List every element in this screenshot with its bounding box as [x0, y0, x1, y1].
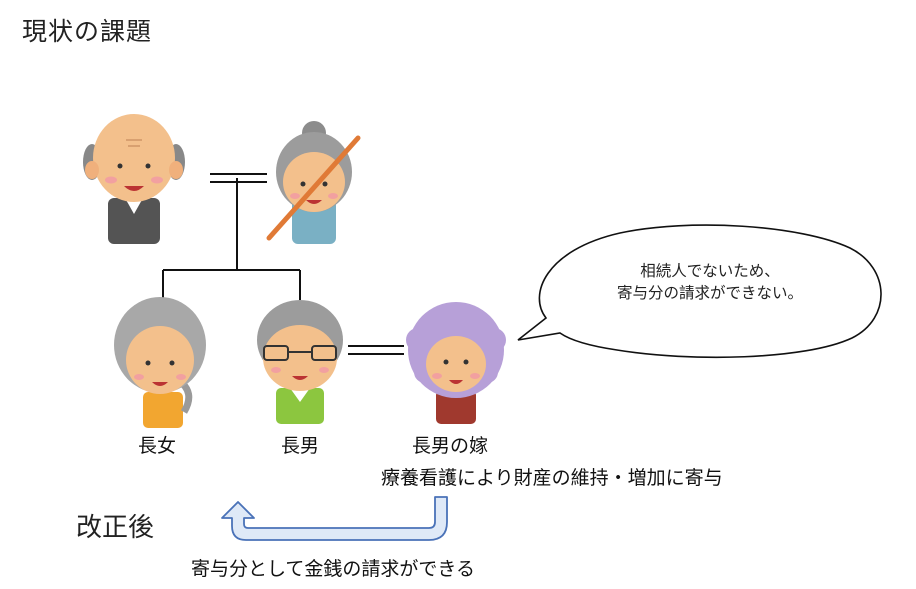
bubble-line-2: 寄与分の請求ができない。 [616, 284, 803, 302]
deceased-cross-mark [266, 135, 361, 241]
grandfather-icon [83, 114, 185, 244]
contribution-note: 療養看護により財産の維持・増加に寄与 [381, 467, 723, 489]
after-revision-heading: 改正後 [76, 513, 155, 543]
speech-bubble-text: 相続人でないため、 寄与分の請求ができない。 [560, 260, 860, 304]
after-revision-caption: 寄与分として金銭の請求ができる [191, 558, 476, 580]
label-eldest-son: 長男 [281, 435, 320, 457]
page-title: 現状の課題 [22, 17, 153, 46]
eldest-daughter-icon [114, 297, 206, 428]
sons-wife-icon [406, 302, 506, 424]
speech-bubble [517, 224, 882, 359]
u-turn-arrow [221, 496, 448, 541]
label-eldest-daughter: 長女 [138, 435, 177, 457]
label-sons-wife: 長男の嫁 [412, 435, 489, 457]
eldest-son-icon [257, 300, 343, 424]
bubble-line-1: 相続人でないため、 [640, 262, 780, 280]
tree-lines [162, 173, 404, 355]
grandmother-icon [276, 121, 352, 244]
